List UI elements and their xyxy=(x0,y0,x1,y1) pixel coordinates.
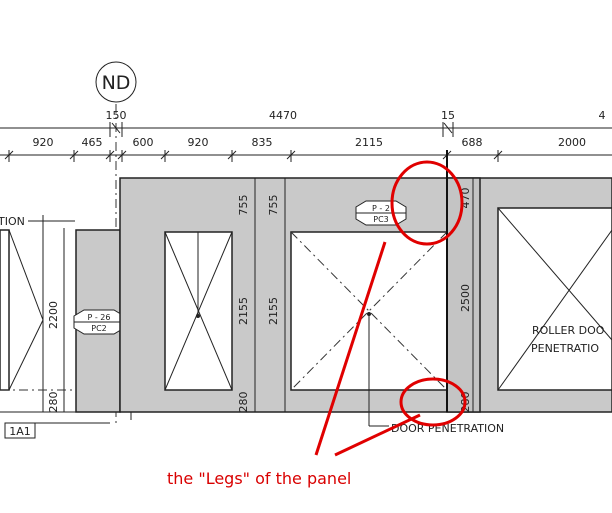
dim-920-left: 920 xyxy=(33,136,54,149)
annotation-text: the "Legs" of the panel xyxy=(167,469,351,488)
vdim-280-mid: 280 xyxy=(237,392,250,413)
grid-label: ND xyxy=(102,72,131,94)
dim-2000: 2000 xyxy=(558,136,586,149)
dim-4470: 4470 xyxy=(269,109,297,122)
dim-600: 600 xyxy=(133,136,154,149)
vdim-755-a: 755 xyxy=(237,195,250,216)
door-penetration-label: DOOR PENETRATION xyxy=(391,422,504,435)
door-2-cross-b xyxy=(290,231,448,391)
dim-688: 688 xyxy=(462,136,483,149)
segment-ticks xyxy=(4,150,503,162)
tag-p26-top: P - 26 xyxy=(88,313,111,322)
vdim-2200: 2200 xyxy=(47,301,60,329)
highlight-circle-top xyxy=(390,160,464,246)
vdim-2500: 2500 xyxy=(459,284,472,312)
roller-cross-b xyxy=(497,229,612,391)
tag-p2-bottom: PC3 xyxy=(373,215,389,224)
roller-cross-a xyxy=(497,207,612,341)
left-cross-b xyxy=(8,319,44,391)
tag-p26: P - 26 PC2 xyxy=(73,309,125,335)
section-mark: 1A1 xyxy=(9,425,31,438)
roller-door-label-2: PENETRATIO xyxy=(531,342,599,355)
left-partial-opening xyxy=(0,229,10,391)
tag-p26-bottom: PC2 xyxy=(91,324,107,333)
section-mark-box xyxy=(4,422,36,439)
dim-15: 15 xyxy=(441,109,455,122)
annotation-leader-2 xyxy=(334,413,421,457)
highlight-circle-bottom xyxy=(399,377,467,427)
annotation-leader-1 xyxy=(314,241,387,456)
vdim-755-b: 755 xyxy=(267,195,280,216)
dim-465: 465 xyxy=(82,136,103,149)
dim-grid-offset: 150 xyxy=(106,109,127,122)
dim-right-partial: 4 xyxy=(599,109,606,122)
left-cross-a xyxy=(8,229,44,321)
roller-door-label-1: ROLLER DOO xyxy=(532,324,605,337)
vdim-2155-b: 2155 xyxy=(267,297,280,325)
tag-p2-top: P - 2 xyxy=(372,204,390,213)
left-partial-label: TION xyxy=(0,215,25,228)
panel-leg-right xyxy=(446,177,481,413)
dim-835: 835 xyxy=(252,136,273,149)
grid-bubble xyxy=(95,61,137,103)
tag-p2: P - 2 PC3 xyxy=(355,200,407,226)
overall-ticks xyxy=(109,122,454,137)
dim-920-mid: 920 xyxy=(188,136,209,149)
roller-door-opening xyxy=(497,207,612,391)
vdim-280-left: 280 xyxy=(47,392,60,413)
door-2-cross-a xyxy=(290,231,448,391)
dim-2115: 2115 xyxy=(355,136,383,149)
vdim-2155-a: 2155 xyxy=(237,297,250,325)
